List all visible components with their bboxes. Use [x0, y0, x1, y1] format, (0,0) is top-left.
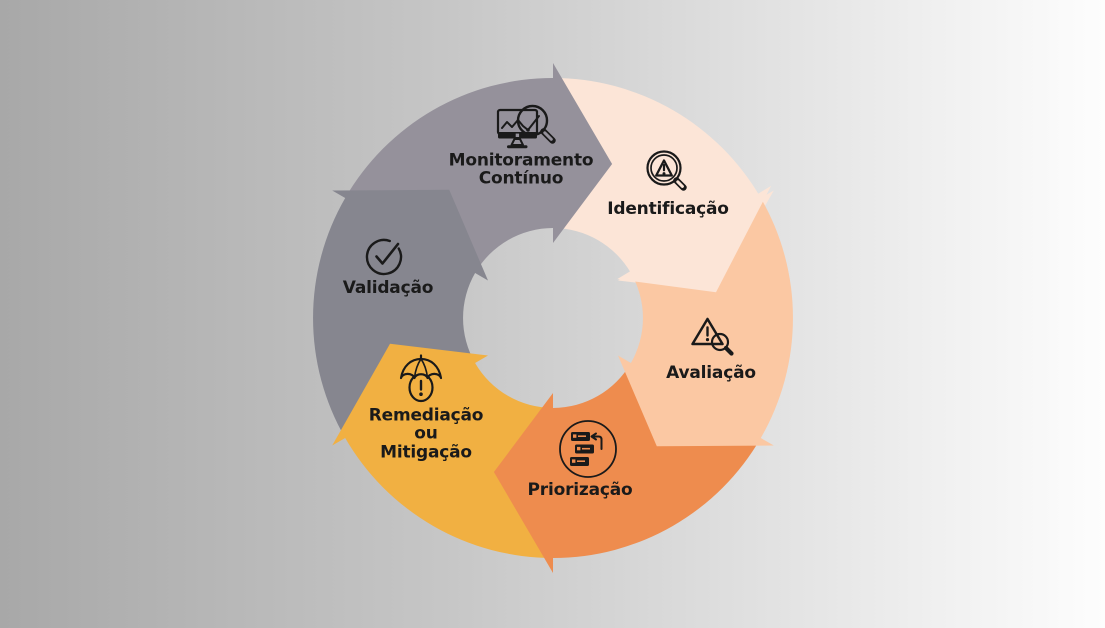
umbrella-warning-icon [399, 354, 443, 403]
segment-arrow-remediacao [332, 343, 553, 558]
check-circle-icon [365, 238, 403, 276]
segment-arrowhead-identificacao [617, 185, 772, 293]
warning-triangle-magnifier-icon [691, 317, 734, 356]
cycle-arrows-layer [313, 63, 793, 573]
magnifier-warning-icon [646, 150, 687, 191]
monitor-chart-magnifier-icon [496, 104, 556, 149]
task-list-reorder-icon [559, 420, 617, 478]
